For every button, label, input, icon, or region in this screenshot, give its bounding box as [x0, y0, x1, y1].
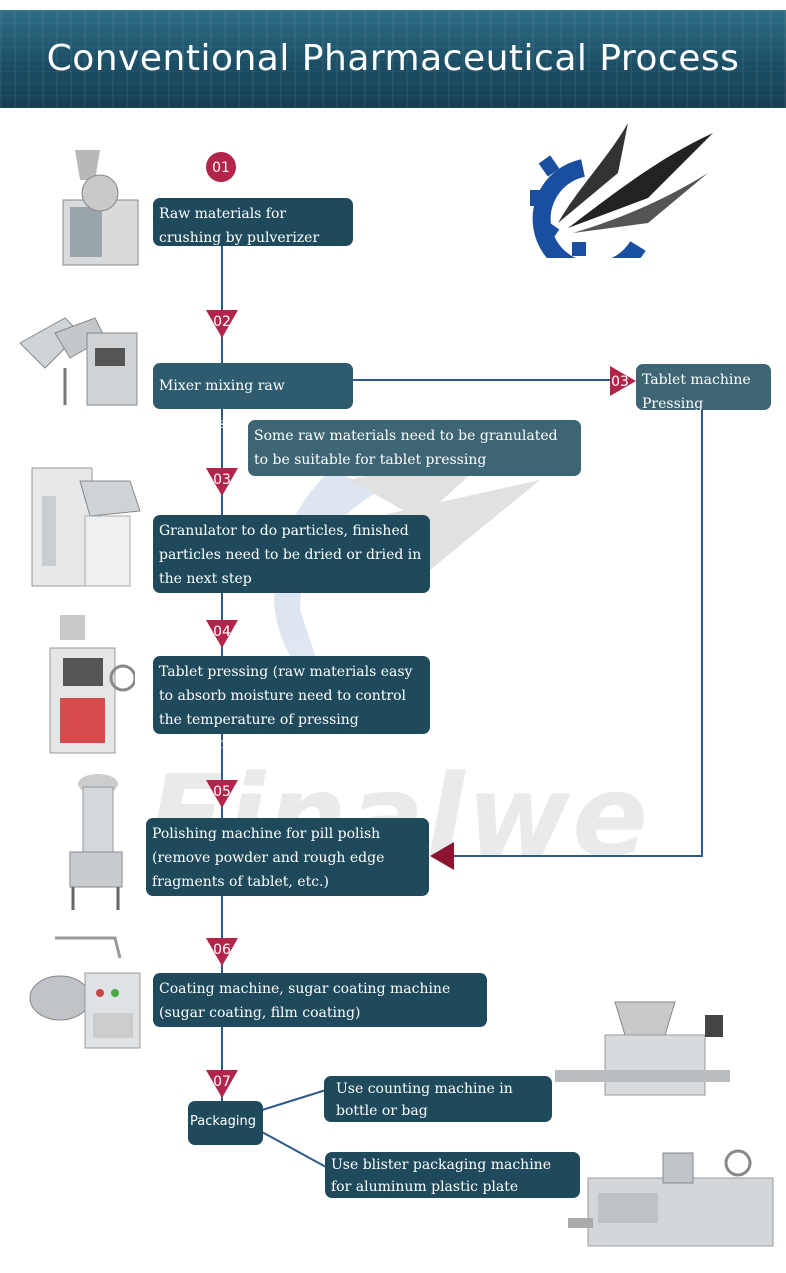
svg-text:06: 06 — [213, 942, 231, 958]
pulverizer-machine-image — [55, 145, 145, 270]
step-marker-05: 05 — [206, 780, 238, 808]
arrowhead-left — [430, 842, 454, 870]
svg-text:05: 05 — [213, 784, 231, 800]
step-03-tablet-machine-box: Tablet machine Pressing — [636, 364, 771, 410]
tablet-press-image — [45, 613, 135, 758]
step-01-box: Raw materials for crushing by pulverizer — [153, 198, 353, 246]
svg-text:04: 04 — [213, 624, 231, 640]
step-marker-01: 01 — [206, 152, 236, 182]
step-marker-03: 03 — [206, 468, 238, 496]
marker-num-01: 01 — [212, 160, 230, 176]
step-marker-04: 04 — [206, 620, 238, 648]
step-marker-06: 06 — [206, 938, 238, 966]
company-logo — [528, 118, 718, 258]
svg-text:03: 03 — [611, 374, 629, 390]
counting-machine-image — [555, 1000, 730, 1110]
step-06-box: Coating machine, sugar coating machine (… — [153, 973, 487, 1027]
coating-machine-image — [25, 928, 145, 1053]
step-07-packaging-box: Packaging — [188, 1101, 263, 1145]
step-marker-07: 07 — [206, 1070, 238, 1098]
granulation-note-box: Some raw materials need to be granulated… — [248, 420, 581, 476]
polishing-machine-image — [58, 772, 133, 912]
step-marker-03-right: 03 — [610, 366, 636, 396]
counting-option-box: Use counting machine in bottle or bag — [324, 1076, 552, 1122]
blister-machine-image — [568, 1148, 778, 1258]
step-02-box: Mixer mixing raw materials — [153, 363, 353, 409]
step-marker-02: 02 — [206, 310, 238, 338]
svg-text:03: 03 — [213, 472, 231, 488]
blister-option-box: Use blister packaging machine for alumin… — [325, 1152, 580, 1198]
svg-text:07: 07 — [213, 1074, 231, 1090]
step-03-granulator-box: Granulator to do particles, finished par… — [153, 515, 430, 593]
svg-text:02: 02 — [213, 314, 231, 330]
mixer-machine-image — [15, 313, 140, 408]
step-04-box: Tablet pressing (raw materials easy to a… — [153, 656, 430, 734]
granulator-machine-image — [30, 466, 150, 591]
step-05-box: Polishing machine for pill polish (remov… — [146, 818, 429, 896]
